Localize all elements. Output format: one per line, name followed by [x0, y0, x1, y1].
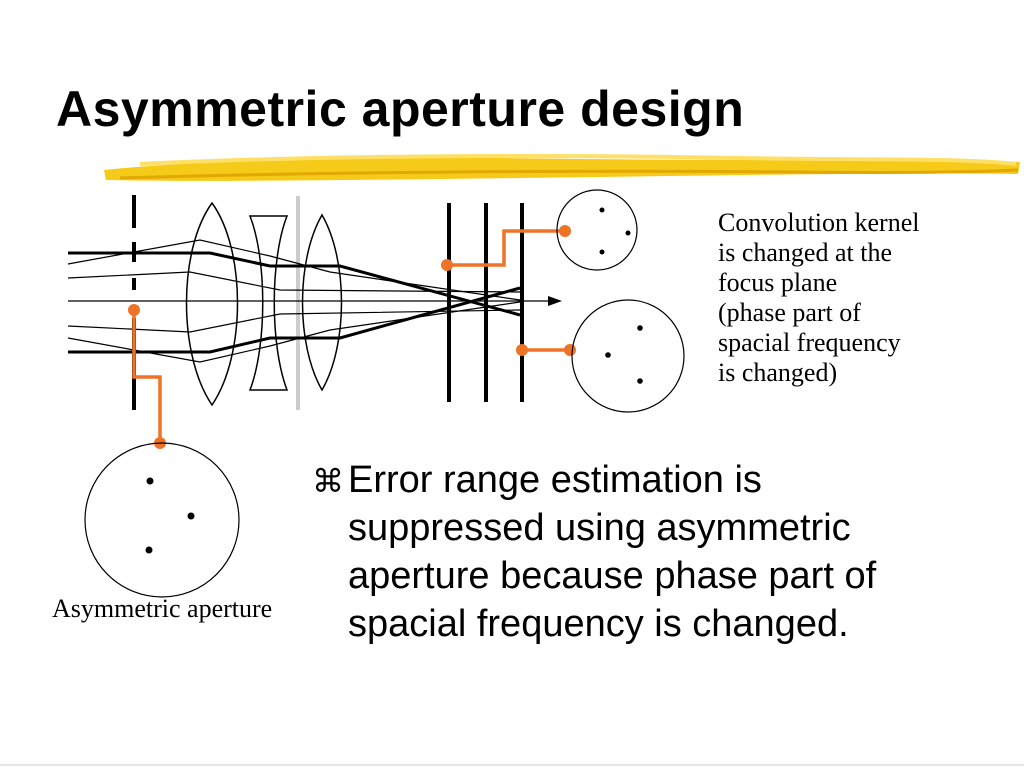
yellow-highlight-stroke — [104, 154, 1020, 181]
kernel-point — [625, 230, 631, 236]
connector-aperture — [132, 310, 162, 443]
kernel-circle-bottom — [571, 299, 685, 413]
convex-lens-1 — [185, 201, 239, 407]
concave-lens — [248, 215, 289, 391]
aperture-point — [187, 512, 195, 520]
kernel-point — [599, 207, 605, 213]
focus-planes — [447, 203, 524, 402]
caption-asymmetric-aperture: Asymmetric aperture — [52, 594, 273, 623]
bullet-point: ⌘ Error range estimation is suppressed u… — [312, 456, 962, 648]
light-rays — [67, 239, 521, 363]
kernel-point — [605, 352, 611, 358]
connector-aperture-start-dot — [128, 304, 140, 316]
kernel-circle-top — [556, 189, 638, 271]
kernel-point — [637, 325, 643, 331]
aperture-point — [145, 546, 153, 554]
aperture-circle — [84, 442, 240, 598]
connector-bottom-end-dot — [564, 344, 576, 356]
aperture-point — [146, 477, 154, 485]
bullet-text: Error range estimation is suppressed usi… — [348, 459, 877, 645]
kernel-point — [637, 378, 643, 384]
footer-divider — [0, 764, 1024, 766]
slide-title: Asymmetric aperture design — [56, 81, 745, 137]
connector-top — [447, 229, 565, 267]
convex-lens-2 — [301, 213, 343, 392]
connector-bottom-start-dot — [516, 344, 528, 356]
connector-top-end-dot — [559, 225, 571, 237]
caption-convolution-kernel: Convolution kernel is changed at the foc… — [718, 208, 920, 387]
command-key-icon: ⌘ — [312, 462, 344, 500]
connector-top-start-dot — [441, 259, 453, 271]
kernel-point — [599, 249, 605, 255]
axis-arrowhead — [548, 296, 562, 306]
